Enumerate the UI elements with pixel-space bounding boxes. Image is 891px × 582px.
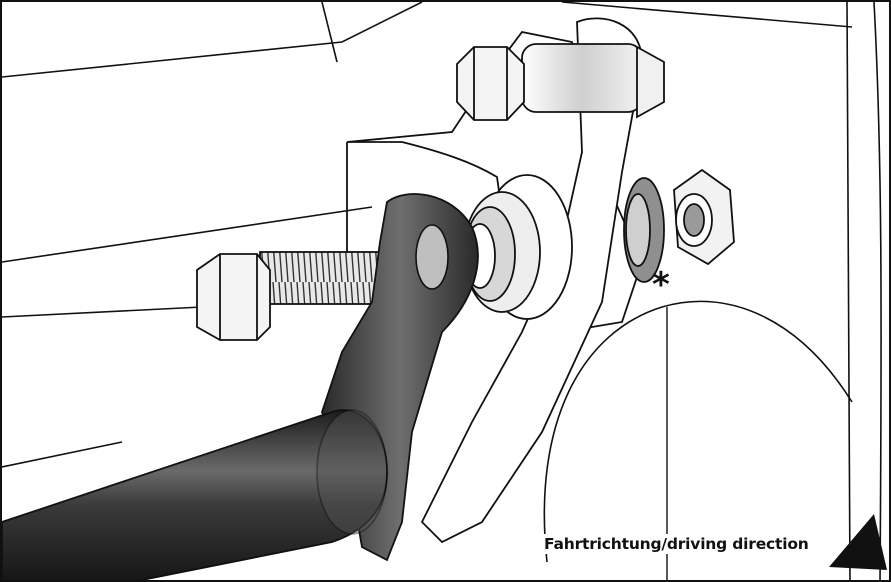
wheel-housing-outline	[543, 300, 853, 563]
top-bolt	[456, 43, 665, 121]
driving-direction-label: Fahrtrichtung/driving direction	[540, 534, 813, 554]
rubber-washer	[623, 177, 665, 283]
stabilizer-bar	[2, 409, 388, 580]
marker-asterisk: *	[652, 265, 670, 305]
lock-nut	[673, 168, 735, 266]
bushing	[463, 174, 573, 320]
link-arm-eye	[415, 224, 449, 290]
direction-arrow-icon	[829, 514, 887, 570]
threaded-bolt	[196, 251, 391, 341]
